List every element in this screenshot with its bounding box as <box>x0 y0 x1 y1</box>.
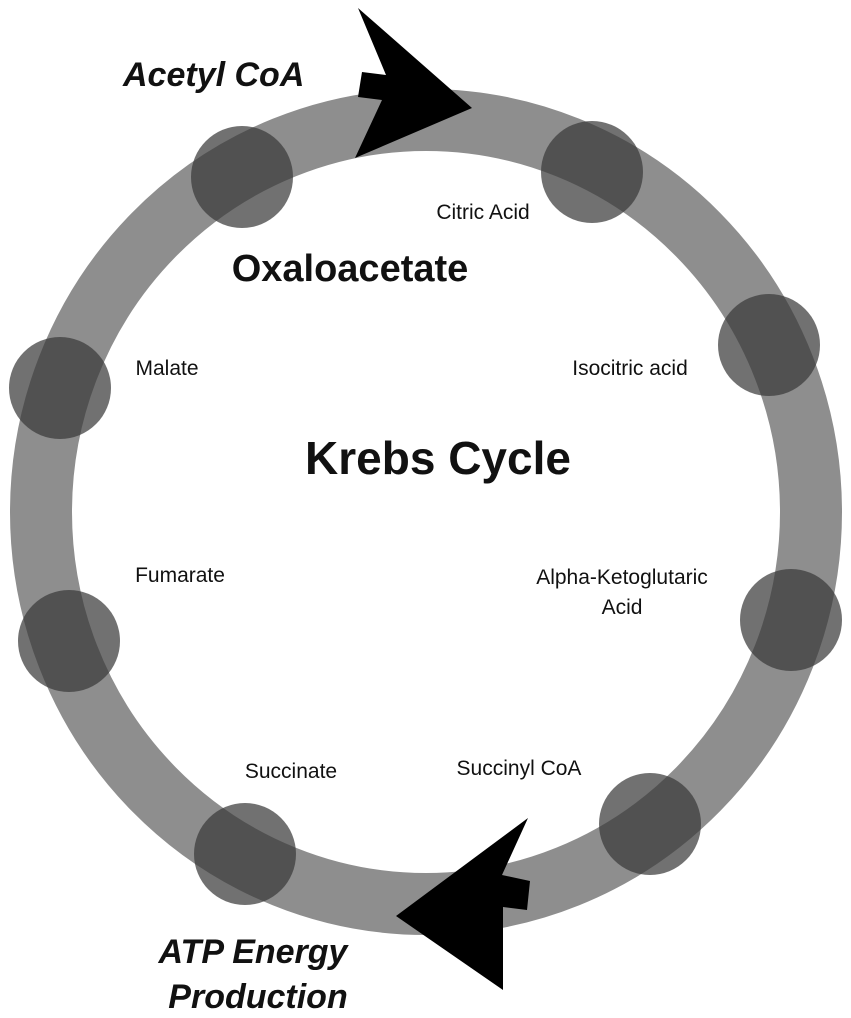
stage-label-succinate: Succinate <box>245 760 337 783</box>
input-label: Acetyl CoA <box>122 56 304 94</box>
node-isocitric-acid <box>718 294 820 396</box>
output-label-line1: ATP Energy <box>158 933 350 971</box>
stage-label-citric-acid: Citric Acid <box>436 201 529 224</box>
stage-label-isocitric-acid: Isocitric acid <box>572 357 688 380</box>
node-malate <box>9 337 111 439</box>
node-succinyl-coa <box>599 773 701 875</box>
node-citric-acid <box>541 121 643 223</box>
stage-label-alpha-ketoglutaric-line1: Alpha-Ketoglutaric <box>536 566 708 589</box>
stage-label-fumarate: Fumarate <box>135 564 225 587</box>
node-alpha-ketoglutaric-acid <box>740 569 842 671</box>
input-arrow-icon <box>355 8 472 158</box>
diagram-title: Krebs Cycle <box>305 432 571 484</box>
cycle-ring <box>10 89 842 935</box>
stage-label-succinyl-coa: Succinyl CoA <box>457 757 582 780</box>
node-fumarate <box>18 590 120 692</box>
output-arrow-icon <box>396 818 530 990</box>
stage-nodes <box>9 121 842 905</box>
stage-label-alpha-ketoglutaric-line2: Acid <box>602 596 643 619</box>
output-label-line2: Production <box>168 978 347 1016</box>
node-succinate <box>194 803 296 905</box>
node-oxaloacetate <box>191 126 293 228</box>
stage-label-malate: Malate <box>135 357 198 380</box>
stage-label-oxaloacetate: Oxaloacetate <box>232 248 469 290</box>
